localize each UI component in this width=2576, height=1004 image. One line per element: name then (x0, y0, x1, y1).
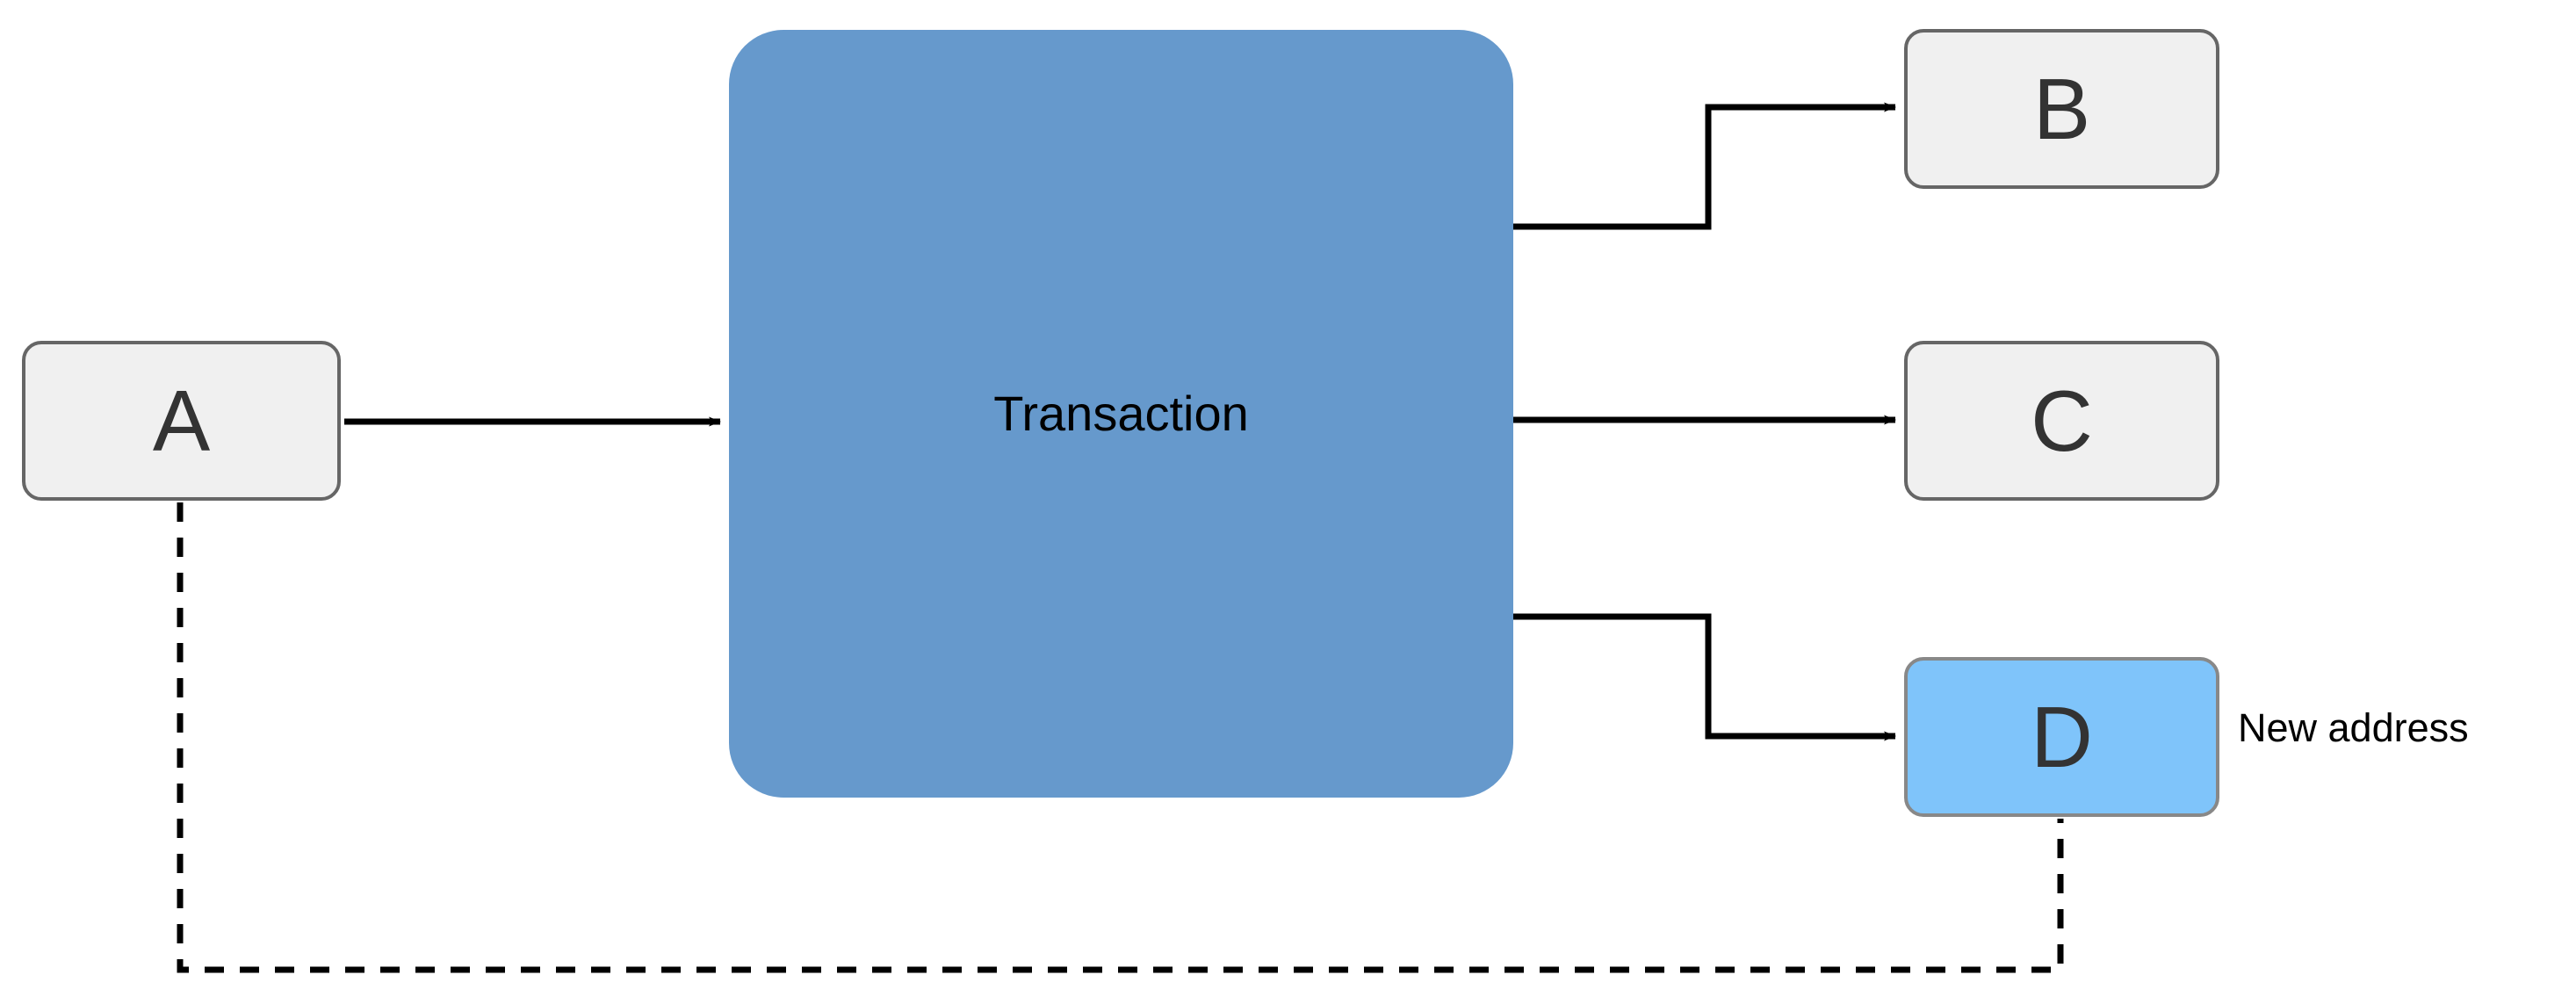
node-a[interactable]: A (22, 341, 341, 501)
annotation-new-address: New address (2238, 705, 2469, 750)
edge-transaction-to-b (1513, 102, 1896, 230)
node-b-label: B (2032, 61, 2091, 157)
edge-transaction-to-d (1513, 613, 1896, 741)
node-c-label: C (2031, 372, 2093, 469)
node-transaction-label: Transaction (993, 386, 1249, 441)
node-c[interactable]: C (1904, 341, 2219, 501)
node-a-label: A (152, 372, 211, 469)
node-d-label: D (2031, 689, 2093, 785)
node-transaction[interactable]: Transaction (729, 30, 1513, 798)
node-b[interactable]: B (1904, 29, 2219, 189)
node-d[interactable]: D (1904, 657, 2219, 817)
